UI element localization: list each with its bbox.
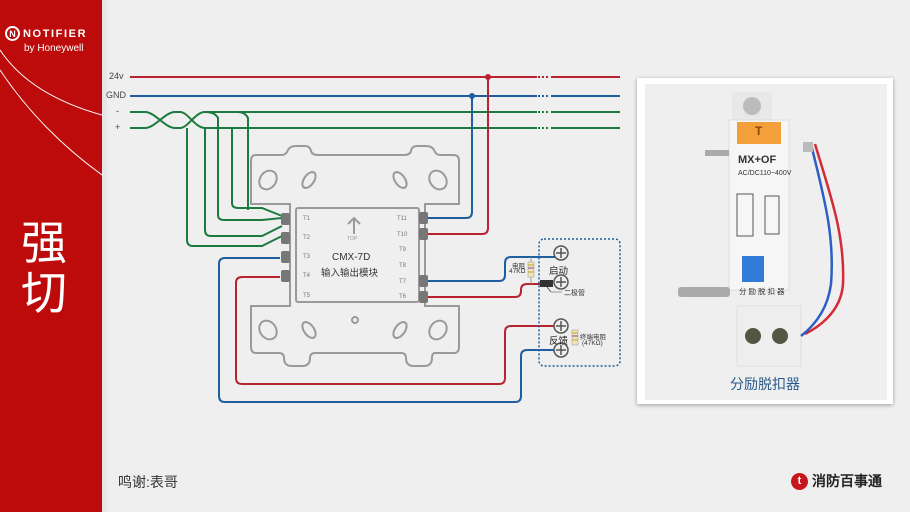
eol-resistor-label: 终端电阻 [580, 334, 606, 341]
sidebar-divider [102, 0, 107, 512]
page-title: 强 切 [14, 218, 74, 318]
wire-t7-start [425, 256, 555, 282]
eol-resistor-value: (47KΩ) [582, 340, 603, 347]
screw-terminals [553, 245, 569, 358]
brand-logo-icon: t [791, 472, 808, 490]
eol-resistor-icon [571, 329, 579, 346]
terminal-blocks [281, 212, 428, 303]
screw-icon [553, 342, 569, 358]
sidebar: N NOTIFIER by Honeywell 强 切 [0, 0, 102, 512]
bus-minus [130, 111, 620, 129]
terminal-t9: T9 [399, 247, 407, 253]
logo-name: NOTIFIER [23, 27, 88, 40]
decorative-arcs [0, 49, 102, 176]
wire-t6-start [425, 283, 545, 298]
notifier-logo-icon: N [5, 26, 20, 41]
feedback-label: 反馈 [549, 336, 569, 347]
module-name: 输入输出模块 [321, 268, 379, 279]
device-box [538, 238, 621, 367]
notifier-logo: N NOTIFIER [5, 26, 87, 41]
terminal-t1: T1 [303, 216, 311, 222]
title-line-2: 切 [21, 266, 67, 320]
wire-t4-feedback [235, 276, 555, 385]
product-model: MX+OF [738, 154, 777, 166]
brand-logo: t 消防百事通 [791, 471, 882, 491]
bus-plus [130, 111, 620, 129]
start-label: 启动 [549, 266, 569, 277]
product-tab: T [755, 124, 763, 138]
brand-name: 消防百事通 [812, 473, 882, 489]
loop-wires [186, 111, 283, 247]
title-line-1: 强 [21, 216, 67, 270]
terminal-t4: T4 [303, 273, 311, 279]
product-photo: MX+OF AC/DC110~400V T 分励脱扣器 [645, 84, 887, 400]
shunt-trip-illustration [678, 92, 845, 367]
product-photo-card: MX+OF AC/DC110~400V T 分励脱扣器 分励脱扣器 [637, 78, 893, 404]
module-model: CMX-7D [332, 252, 371, 263]
diode-label: 二极管 [564, 290, 585, 297]
label-plus: + [115, 122, 121, 132]
terminal-t11: T11 [397, 216, 407, 222]
credit-text: 鸣谢:表哥 [118, 474, 178, 490]
photo-caption: 分励脱扣器 [730, 376, 800, 392]
logo-subtitle: by Honeywell [24, 43, 84, 54]
resistor-label: 电阻 [512, 263, 525, 270]
terminal-t6: T6 [399, 294, 407, 300]
screw-icon [553, 274, 569, 290]
terminal-t7: T7 [399, 279, 407, 285]
screw-icon [553, 318, 569, 334]
resistor-icon [527, 257, 535, 284]
label-minus: - [116, 106, 119, 116]
label-gnd: GND [106, 90, 126, 100]
product-label: 分励脱扣器 [739, 287, 787, 296]
terminal-t10: T10 [397, 232, 408, 238]
terminal-t2: T2 [303, 235, 311, 241]
wire-gnd-t11 [425, 96, 473, 219]
terminal-t5: T5 [303, 293, 311, 299]
terminal-t3: T3 [303, 254, 311, 260]
module-outline [250, 145, 460, 367]
product-rating: AC/DC110~400V [738, 170, 792, 177]
top-label: TOP [347, 236, 358, 242]
wire-t3-feedback [218, 257, 555, 403]
terminal-t8: T8 [399, 263, 407, 269]
resistor-value: 47KΩ [509, 268, 526, 275]
screw-icon [553, 245, 569, 261]
diode-icon [540, 280, 562, 293]
label-24v: 24v [109, 71, 124, 81]
wire-24v-t10 [425, 77, 489, 235]
